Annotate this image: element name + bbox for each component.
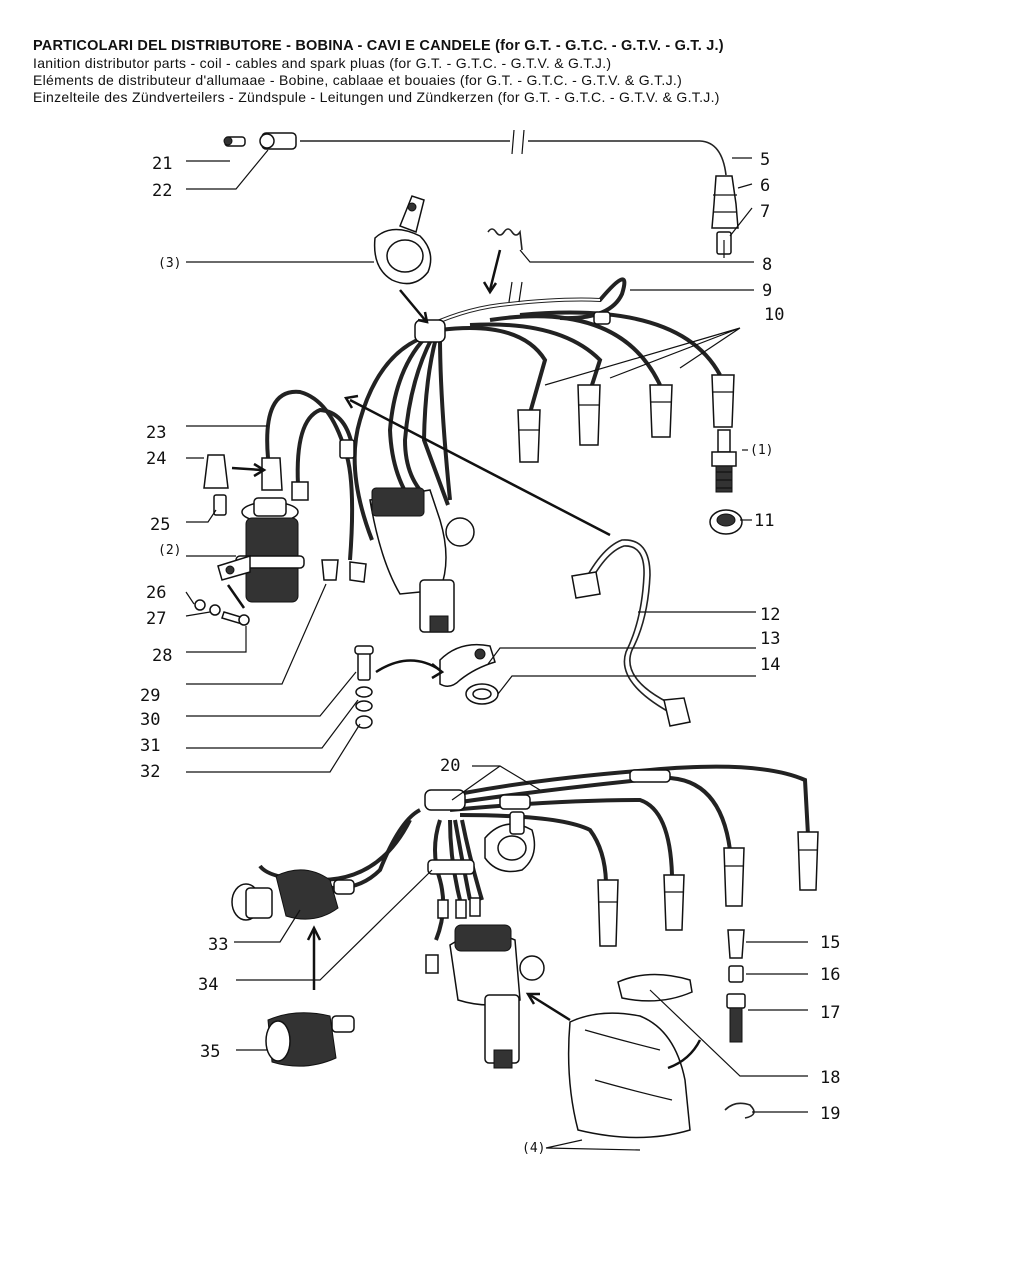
label-19: 19 <box>820 1104 840 1124</box>
label-25: 25 <box>150 515 170 535</box>
ignition-coil-2 <box>217 497 305 603</box>
label-14: 14 <box>760 655 780 675</box>
label-35: 35 <box>200 1042 220 1062</box>
title-german: Einzelteile des Zündverteilers - Zündspu… <box>33 89 720 105</box>
header: PARTICOLARI DEL DISTRIBUTORE - BOBINA - … <box>33 38 993 106</box>
label-10: 10 <box>764 305 784 325</box>
title-french: Eléments de distributeur d'allumaae - Bo… <box>33 72 683 88</box>
terminals-lower <box>425 897 481 974</box>
connector-17 <box>726 993 746 1043</box>
boot-24 <box>203 454 309 501</box>
harness-lower <box>258 764 810 941</box>
label-5: 5 <box>760 150 770 170</box>
label-1: (1) <box>750 443 773 458</box>
harness-upper <box>352 277 722 541</box>
label-32: 32 <box>140 762 160 782</box>
small-terminals <box>321 559 367 583</box>
spark-plug-1 <box>711 429 737 493</box>
lead-12 <box>571 539 691 727</box>
label-18: 18 <box>820 1068 840 1088</box>
clip-19 <box>724 1102 755 1119</box>
boot-6 <box>711 175 739 229</box>
label-21: 21 <box>152 154 172 174</box>
bolt-29 <box>354 645 374 681</box>
terminal-7 <box>716 231 732 258</box>
label-31: 31 <box>140 736 160 756</box>
label-29: 29 <box>140 686 160 706</box>
label-20: 20 <box>440 756 460 776</box>
label-23: 23 <box>146 423 166 443</box>
distributor-lower <box>449 924 545 1069</box>
label-15: 15 <box>820 933 840 953</box>
label-3: (3) <box>158 256 181 271</box>
label-16: 16 <box>820 965 840 985</box>
clamp-3 <box>373 195 432 285</box>
callout-labels: 21 22 5 6 7 (3) 8 9 10 23 (1) 24 11 25 (… <box>140 150 840 1156</box>
label-33: 33 <box>208 935 228 955</box>
terminal-25 <box>213 494 227 516</box>
label-17: 17 <box>820 1003 840 1023</box>
leader-lines <box>185 149 808 1151</box>
label-12: 12 <box>760 605 780 625</box>
seal-14 <box>465 683 499 705</box>
washer-30 <box>355 686 373 698</box>
title-italian: PARTICOLARI DEL DISTRIBUTORE - BOBINA - … <box>33 38 724 54</box>
cap-15 <box>727 929 745 959</box>
clamp-lower <box>484 811 536 873</box>
label-27: 27 <box>146 609 166 629</box>
washers-26-27-screw-28 <box>194 599 250 626</box>
coil-wire-23 <box>265 389 355 561</box>
label-2: (2) <box>158 543 181 558</box>
label-30: 30 <box>140 710 160 730</box>
gasket-18 <box>617 973 693 1002</box>
label-6: 6 <box>760 176 770 196</box>
washer-31 <box>355 700 373 712</box>
ht-cable-long <box>223 129 727 176</box>
distributor-upper <box>369 487 475 633</box>
sleeve-16 <box>728 965 744 983</box>
suppressor-35 <box>265 1012 355 1067</box>
label-24: 24 <box>146 449 166 469</box>
label-28: 28 <box>152 646 172 666</box>
plug-boots-10 <box>517 374 735 463</box>
plug-boots-20 <box>597 831 819 947</box>
label-11: 11 <box>754 511 774 531</box>
label-7: 7 <box>760 202 770 222</box>
title-english: Ianition distributor parts - coil - cabl… <box>33 55 612 71</box>
label-22: 22 <box>152 181 172 201</box>
label-4: (4) <box>522 1141 545 1156</box>
clamp-13 <box>439 643 496 687</box>
label-34: 34 <box>198 975 218 995</box>
label-26: 26 <box>146 583 166 603</box>
label-8: 8 <box>762 255 772 275</box>
spring-8 <box>487 228 523 251</box>
label-9: 9 <box>762 281 772 301</box>
label-13: 13 <box>760 629 780 649</box>
suppressor-33 <box>231 869 355 921</box>
shield-4 <box>567 1012 691 1139</box>
washer-11 <box>709 509 743 535</box>
assembly-arrows <box>226 249 702 1070</box>
